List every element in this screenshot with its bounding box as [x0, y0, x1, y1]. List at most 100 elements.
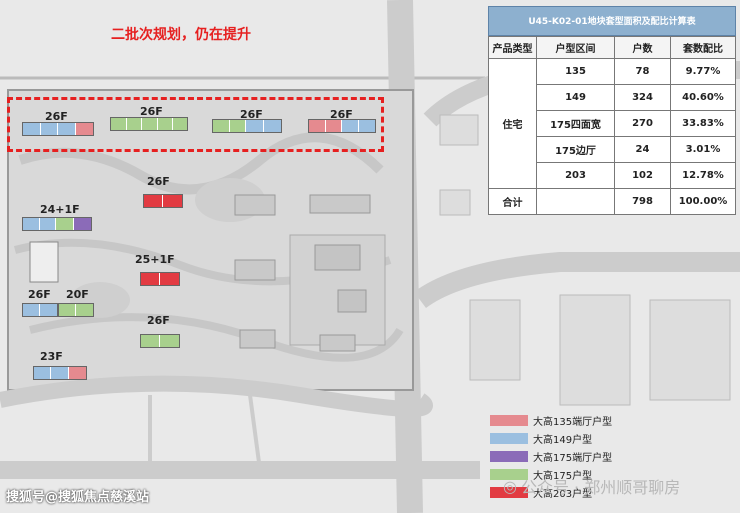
unit-135	[325, 120, 342, 132]
legend-label: 大高175端厅户型	[533, 453, 613, 464]
phase-two-outline	[7, 97, 384, 152]
col-header-ratio: 套数配比	[670, 36, 736, 59]
unit-175	[173, 118, 187, 130]
ratio-cell: 9.77%	[670, 58, 736, 85]
unit-203	[141, 273, 161, 285]
table-title: U45-K02-01地块套型面积及配比计算表	[488, 6, 736, 36]
legend-swatch	[490, 433, 528, 444]
unit-175	[76, 304, 93, 316]
legend-label: 大高149户型	[533, 435, 593, 446]
total-count: 798	[614, 188, 671, 215]
building-label: 20F	[66, 288, 89, 301]
unit-149	[40, 304, 57, 316]
unit-strip	[212, 119, 282, 133]
unit-149	[358, 120, 375, 132]
unit-175	[157, 118, 174, 130]
unit-strip	[110, 117, 188, 131]
unit-175	[111, 118, 127, 130]
watermark-sohu: 搜狐号@搜狐焦点慈溪站	[6, 490, 150, 505]
ratio-cell: 40.60%	[670, 84, 736, 111]
legend-swatch	[490, 469, 528, 480]
legend-label: 大高175户型	[533, 471, 593, 482]
unit-strip	[140, 272, 180, 286]
col-header-range: 户型区间	[536, 36, 615, 59]
legend-label: 大高203户型	[533, 489, 593, 500]
unit-135	[75, 123, 93, 135]
unit-strip	[58, 303, 94, 317]
building-label: 23F	[40, 350, 63, 363]
unit-149	[263, 120, 281, 132]
unit-strip	[22, 217, 92, 231]
unit-149	[51, 367, 69, 379]
watermark-wechat-label: 公众号 · 郑州顺哥聊房	[520, 478, 681, 497]
unit-175-end	[73, 218, 91, 230]
count-cell: 102	[614, 162, 671, 189]
building-label: 26F	[330, 108, 353, 121]
unit-175	[141, 335, 161, 347]
count-cell: 78	[614, 58, 671, 85]
count-cell: 24	[614, 136, 671, 163]
col-header-count: 户数	[614, 36, 671, 59]
total-ratio: 100.00%	[670, 188, 736, 215]
building-label: 26F	[140, 105, 163, 118]
unit-strip	[143, 194, 183, 208]
unit-175	[142, 118, 158, 130]
unit-175	[160, 335, 179, 347]
building-label: 24+1F	[40, 203, 80, 216]
unit-135	[68, 367, 86, 379]
table-row: 149 324 40.60%	[489, 84, 736, 111]
building-label: 26F	[240, 108, 263, 121]
unit-203	[144, 195, 164, 207]
building-label: 26F	[28, 288, 51, 301]
unit-175	[213, 120, 230, 132]
watermark-wechat: ◎ 公众号 · 郑州顺哥聊房	[503, 474, 680, 498]
range-cell: 203	[536, 162, 615, 189]
unit-203	[163, 195, 182, 207]
legend-item: 大高175户型	[490, 466, 612, 483]
unit-149	[34, 367, 52, 379]
count-cell: 270	[614, 110, 671, 137]
unit-strip	[33, 366, 87, 380]
range-cell: 135	[536, 58, 615, 85]
unit-149	[23, 123, 41, 135]
total-blank	[536, 188, 615, 215]
col-header-type: 产品类型	[488, 36, 537, 59]
building-label: 26F	[147, 314, 170, 327]
unit-203	[160, 273, 179, 285]
total-label: 合计	[488, 188, 537, 215]
unit-mix-table: U45-K02-01地块套型面积及配比计算表 产品类型 户型区间 户数 套数配比…	[488, 6, 736, 215]
unit-149	[39, 218, 57, 230]
unit-149	[58, 123, 76, 135]
unit-strip	[308, 119, 376, 133]
building-label: 26F	[147, 175, 170, 188]
unit-strip	[22, 303, 58, 317]
unit-strip	[22, 122, 94, 136]
unit-149	[23, 304, 41, 316]
building-label: 26F	[45, 110, 68, 123]
legend-item: 大高135端厅户型	[490, 412, 612, 429]
table-row: 住宅 135 78 9.77%	[488, 58, 736, 189]
range-cell: 149	[536, 84, 615, 111]
table-row: 175边厅 24 3.01%	[489, 136, 736, 163]
unit-175	[59, 304, 77, 316]
legend-swatch	[490, 451, 528, 462]
unit-175	[126, 118, 143, 130]
unit-149	[40, 123, 58, 135]
ratio-cell: 3.01%	[670, 136, 736, 163]
unit-175	[229, 120, 247, 132]
unit-135	[309, 120, 326, 132]
legend-item: 大高203户型	[490, 484, 612, 501]
category-cell: 住宅	[488, 58, 537, 189]
ratio-cell: 12.78%	[670, 162, 736, 189]
legend-swatch	[490, 415, 528, 426]
building-label: 25+1F	[135, 253, 175, 266]
legend-label: 大高135端厅户型	[533, 417, 613, 428]
legend-item: 大高175端厅户型	[490, 448, 612, 465]
ratio-cell: 33.83%	[670, 110, 736, 137]
phase-two-banner: 二批次规划，仍在提升	[111, 27, 251, 43]
legend: 大高135端厅户型 大高149户型 大高175端厅户型 大高175户型 大高20…	[490, 412, 612, 502]
table-total-row: 合计 798 100.00%	[488, 188, 736, 215]
table-row: 175四面宽 270 33.83%	[489, 110, 736, 137]
unit-strip	[140, 334, 180, 348]
legend-swatch	[490, 487, 528, 498]
